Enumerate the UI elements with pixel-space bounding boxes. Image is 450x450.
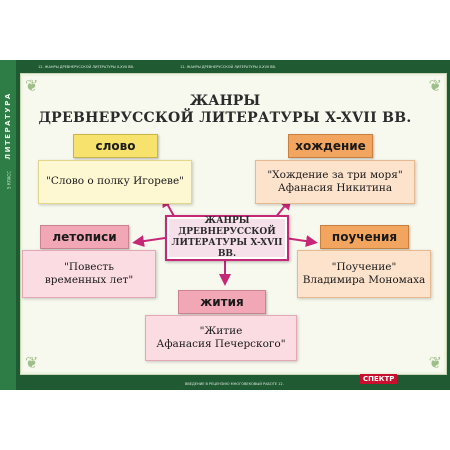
genre-label-khozhdenie: хождение xyxy=(288,134,373,158)
genre-label-poucheniya: поучения xyxy=(320,225,409,249)
corner-flourish-icon: ❦ xyxy=(25,353,39,372)
genre-example-slovo: "Слово о полку Игореве" xyxy=(38,160,192,204)
publisher-logo: СПЕКТР xyxy=(360,374,398,384)
genre-example-letopisi-line2: временных лет" xyxy=(44,274,134,286)
genre-example-slovo-text: "Слово о полку Игореве" xyxy=(45,175,185,188)
genre-example-poucheniya-line2: Владимира Мономаха xyxy=(302,274,426,286)
corner-flourish-icon: ❦ xyxy=(25,76,39,95)
corner-flourish-icon: ❦ xyxy=(428,353,442,372)
central-topic-line3: ЛИТЕРАТУРЫ X-XVII ВВ. xyxy=(171,238,283,259)
page-title-line2: ДРЕВНЕРУССКОЙ ЛИТЕРАТУРЫ X-XVII ВВ. xyxy=(38,110,412,126)
genre-example-poucheniya-line1: "Поучение" xyxy=(331,260,397,273)
subject-strip: ЛИТЕРАТУРА 5 КЛАСС xyxy=(0,60,16,390)
genre-example-khozhdenie: "Хождение за три моря" Афанасия Никитина xyxy=(255,160,415,204)
central-topic: ЖАНРЫ ДРЕВНЕРУССКОЙ ЛИТЕРАТУРЫ X-XVII ВВ… xyxy=(165,215,289,261)
central-topic-line1: ЖАНРЫ xyxy=(204,216,250,227)
genre-label-slovo: слово xyxy=(73,134,158,158)
genre-example-letopisi-line1: "Повесть xyxy=(64,260,114,273)
central-topic-line2: ДРЕВНЕРУССКОЙ xyxy=(178,227,276,238)
genre-example-zhitiya-line1: "Житие xyxy=(199,324,243,337)
bottom-caption: ВВЕДЕНИЕ В РЕЦЕНЗИЮ МНОГОВЕКОВЫЙ РАБОТЕ … xyxy=(185,382,284,386)
genre-example-poucheniya: "Поучение" Владимира Мономаха xyxy=(297,250,431,298)
arrow-to-poucheniya xyxy=(284,235,318,248)
corner-flourish-icon: ❦ xyxy=(428,76,442,95)
genre-label-letopisi: летописи xyxy=(40,225,129,249)
arrow-to-letopisi xyxy=(132,235,166,248)
genre-example-khozhdenie-line1: "Хождение за три моря" xyxy=(267,168,403,181)
page-title-line1: ЖАНРЫ xyxy=(189,93,261,109)
genre-example-zhitiya-line2: Афанасия Печерского" xyxy=(156,338,286,350)
top-caption-center: 12. ЖАНРЫ ДРЕВНЕРУССКОЙ ЛИТЕРАТУРЫ X-XVI… xyxy=(180,65,277,69)
genre-example-khozhdenie-line2: Афанасия Никитина xyxy=(277,182,393,194)
genre-example-letopisi: "Повесть временных лет" xyxy=(22,250,156,298)
genre-label-zhitiya: жития xyxy=(178,290,266,314)
top-caption-left: 12. ЖАНРЫ ДРЕВНЕРУССКОЙ ЛИТЕРАТУРЫ X-XVI… xyxy=(38,65,135,69)
genre-example-zhitiya: "Житие Афанасия Печерского" xyxy=(145,315,297,361)
